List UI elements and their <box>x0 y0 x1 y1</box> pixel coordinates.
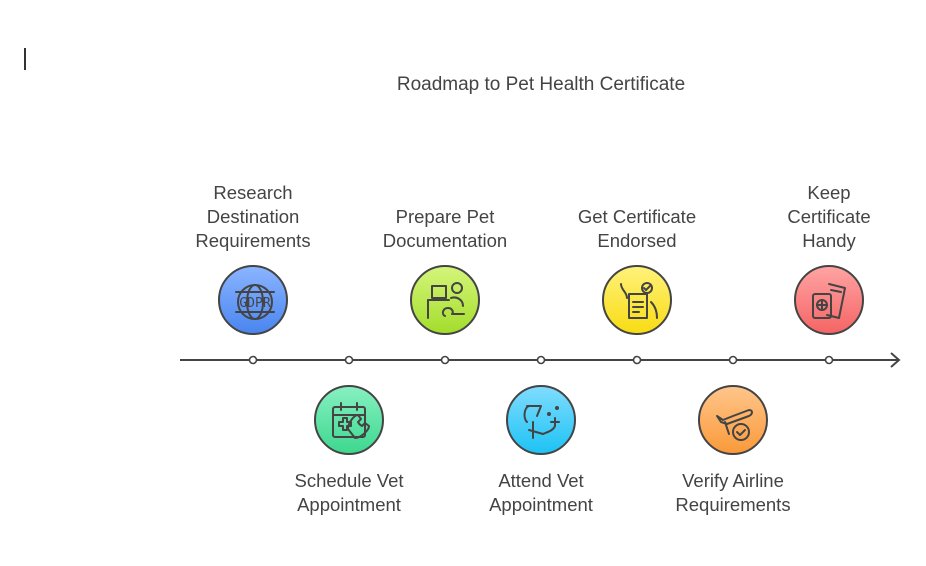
diagram-title: Roadmap to Pet Health Certificate <box>396 74 686 95</box>
timeline-marker <box>344 355 354 365</box>
timeline-marker <box>440 355 450 365</box>
vet-examination-icon <box>523 405 560 439</box>
step-circle <box>410 265 480 335</box>
passport-ticket-icon <box>812 283 846 319</box>
step-label-line: Research <box>213 182 293 203</box>
step-label-line: Destination <box>206 206 300 227</box>
text-cursor <box>24 48 26 70</box>
step-label-line: Appointment <box>489 494 593 515</box>
step-label-line: Get Certificate <box>577 206 697 227</box>
step-label-line: Appointment <box>297 494 401 515</box>
step-circle <box>698 385 768 455</box>
svg-text:GDPR: GDPR <box>239 296 270 311</box>
step-circle <box>602 265 672 335</box>
step-label-line: Certificate <box>787 206 871 227</box>
step-label-line: Prepare Pet <box>395 206 495 227</box>
step-label-line: Keep <box>807 182 851 203</box>
medical-calendar-phone-icon <box>332 402 370 439</box>
plane-check-icon <box>716 409 753 441</box>
timeline-marker <box>536 355 546 365</box>
timeline-marker <box>632 355 642 365</box>
timeline-marker <box>728 355 738 365</box>
step-circle <box>506 385 576 455</box>
step-label-line: Endorsed <box>597 230 677 251</box>
timeline-marker <box>824 355 834 365</box>
gdpr-globe-icon: GDPR <box>235 284 275 320</box>
endorsed-document-icon <box>620 282 658 319</box>
desk-person-icon <box>427 282 465 319</box>
step-label-line: Handy <box>802 230 856 251</box>
step-circle: GDPR <box>218 265 288 335</box>
step-label-line: Requirements <box>195 230 311 251</box>
step-label-line: Attend Vet <box>498 470 584 491</box>
step-label-line: Schedule Vet <box>294 470 404 491</box>
step-label-line: Verify Airline <box>682 470 784 491</box>
step-circle <box>794 265 864 335</box>
timeline-marker <box>248 355 258 365</box>
step-circle <box>314 385 384 455</box>
step-label-line: Requirements <box>675 494 791 515</box>
step-label-line: Documentation <box>382 230 508 251</box>
